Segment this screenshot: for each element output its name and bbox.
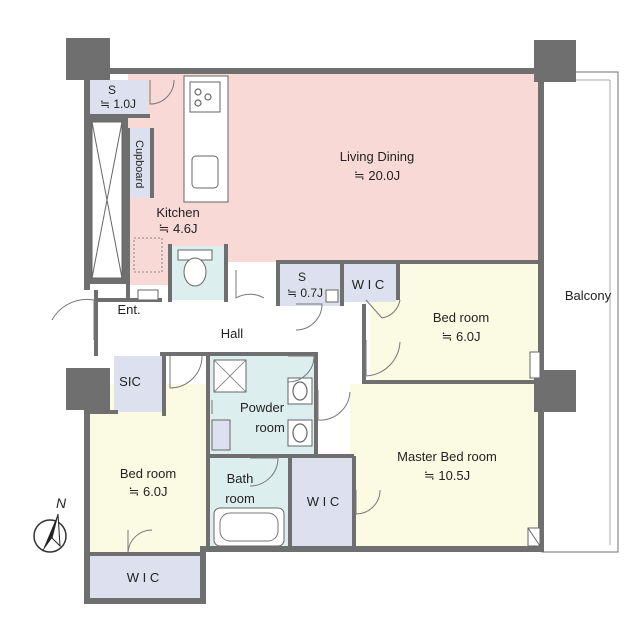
wic-center-label: W I C <box>307 494 340 509</box>
balcony-outline <box>541 71 619 553</box>
kitchen-name: Kitchen <box>156 205 199 220</box>
powder-room-name: Powder <box>240 400 285 415</box>
wic-bottom-label: W I C <box>127 570 160 585</box>
storage-top-size: ≒ 1.0J <box>100 97 136 111</box>
kitchen-size: ≒ 4.6J <box>158 221 197 236</box>
wall-bath-top <box>208 454 354 458</box>
living-dining-name: Living Dining <box>340 149 414 164</box>
wall-bottom-right <box>206 546 544 552</box>
hall-label: Hall <box>221 326 244 341</box>
bed-room-west-size: ≒ 6.0J <box>128 484 167 499</box>
wall-powder-right <box>314 352 318 456</box>
bed-room-west-name: Bed room <box>120 466 176 481</box>
living-dining-size: ≒ 20.0J <box>354 168 400 183</box>
wic-center-floor <box>290 456 354 548</box>
wall-kitchen-left <box>126 128 130 300</box>
wall-east <box>538 68 544 552</box>
kitchen-sink <box>191 155 219 189</box>
master-bed-room-size: ≒ 10.5J <box>424 468 470 483</box>
wall-bottom-left <box>84 598 206 604</box>
column-w <box>66 368 110 410</box>
wall-wic-center-right <box>352 456 356 548</box>
wall-cupboard <box>150 128 154 198</box>
storage-top-floor <box>88 80 148 116</box>
wall-wic-bottom-top <box>88 552 202 556</box>
wall-west-lower <box>84 380 90 604</box>
bath-room-name: Bath <box>227 471 254 486</box>
wic-top-label: W I C <box>352 277 385 292</box>
wall-top <box>84 68 546 74</box>
wall-toilet-right <box>224 244 228 302</box>
bed-room-east-name: Bed room <box>433 310 489 325</box>
wall-toilet <box>168 244 172 302</box>
wall-bath-right <box>288 456 292 548</box>
cupboard-label: Cupboard <box>133 140 145 188</box>
wall-bedroom-west-top <box>88 410 118 414</box>
wall-bedroom-east-bottom <box>362 380 538 384</box>
wall-hall-bottom <box>160 352 318 356</box>
column-nw <box>66 38 110 80</box>
balcony-label: Balcony <box>565 288 612 303</box>
wall-s-mid-left <box>276 262 280 306</box>
wall-ent-left <box>94 290 98 356</box>
storage-mid-size: ≒ 0.7J <box>287 286 323 300</box>
storage-top-name: S <box>108 83 116 97</box>
wic-top-floor <box>342 264 396 302</box>
north-compass-icon: N <box>33 495 67 553</box>
master-bed-room-name: Master Bed room <box>397 449 497 464</box>
master-bed-room-floor <box>350 384 542 548</box>
wall-wic-top-right <box>396 262 400 300</box>
wall-wic-top-left <box>340 262 344 306</box>
column-ne <box>534 40 576 82</box>
bathtub <box>213 507 285 547</box>
compass-label: N <box>56 495 67 511</box>
storage-mid-name: S <box>298 270 306 284</box>
sic-label: SIC <box>119 374 141 389</box>
wall-powder-left <box>206 352 210 552</box>
wall-bottom-step <box>200 546 206 604</box>
wic-bottom-floor <box>88 556 200 598</box>
sic-floor <box>114 356 164 412</box>
powder-room-name-2: room <box>255 420 285 435</box>
bed-room-east-size: ≒ 6.0J <box>441 329 480 344</box>
bath-room-name-2: room <box>225 491 255 506</box>
cupboard-floor <box>128 128 150 198</box>
wall-hall-right <box>362 304 366 384</box>
wall-sic-right <box>162 356 166 416</box>
wall-hall-top <box>96 298 162 302</box>
entrance-label: Ent. <box>117 302 140 317</box>
column-e <box>534 370 576 412</box>
wall-bedroom-east-top <box>276 260 542 264</box>
